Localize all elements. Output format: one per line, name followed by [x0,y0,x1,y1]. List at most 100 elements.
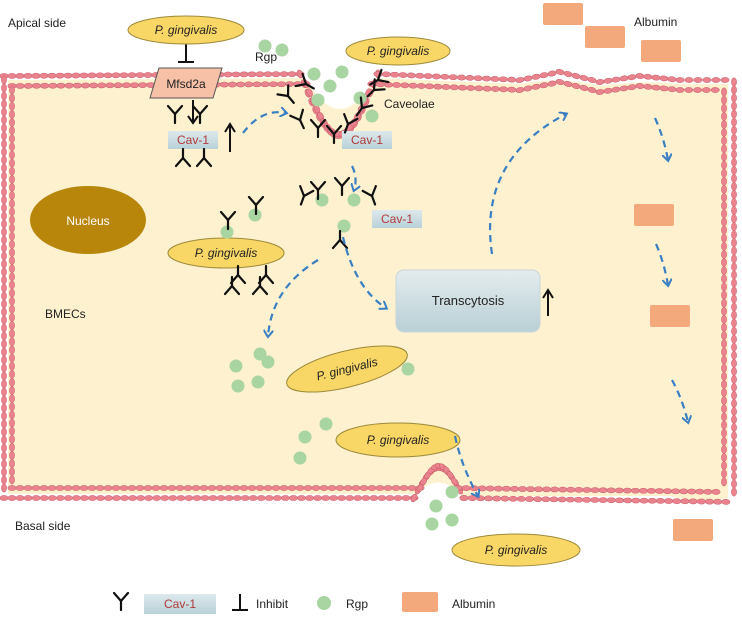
membrane-bead [711,489,721,495]
albumin-block [641,40,681,62]
membrane-bead [9,410,15,420]
membrane-bead [731,463,737,473]
membrane-bead [168,495,178,501]
membrane-bead [9,337,15,347]
membrane-bead [1,299,7,309]
membrane-bead [731,318,737,328]
membrane-bead [721,241,727,251]
membrane-bead [287,485,297,491]
membrane-bead [361,495,371,501]
membrane-bead [272,495,282,501]
membrane-bead [305,495,314,501]
cav1-up-arrow [224,122,236,152]
membrane-bead [184,495,194,501]
membrane-bead [353,495,363,501]
membrane-bead [672,498,682,505]
membrane-bead [1,251,7,261]
membrane-bead [721,306,727,316]
membrane-bead [9,304,15,314]
membrane-bead [433,83,443,90]
membrane-bead [731,190,737,199]
membrane-bead [9,377,15,387]
membrane-bead [127,72,137,78]
membrane-bead [441,84,451,90]
membrane-bead [9,451,15,460]
membrane-bead [119,72,129,79]
membrane-bead [1,443,7,453]
membrane-bead [731,198,737,208]
membrane-bead [492,495,502,502]
pathogen-intracellular: P. gingivalis [167,237,285,269]
membrane-bead [590,487,600,493]
rgp-dot [429,499,443,513]
membrane-bead [81,82,90,89]
membrane-bead [721,152,727,162]
membrane-bead [731,117,737,127]
membrane-bead [97,82,107,89]
membrane-bead [523,75,533,82]
membrane-bead [152,495,162,501]
membrane-bead [9,296,15,306]
membrane-bead [582,487,592,493]
membrane-bead [1,163,7,173]
cav1-marker [355,96,374,117]
membrane-bead [631,497,641,504]
rgp-dot [337,219,351,233]
membrane-bead [721,420,727,430]
transcytosis-up-arrow [542,288,554,316]
arrow-transcytosis-up [488,114,566,255]
membrane-bead [39,72,49,79]
membrane-bead [598,497,608,503]
membrane-bead [647,497,657,504]
membrane-bead [9,223,15,233]
membrane-bead [345,495,355,501]
legend-rgp-label: Rgp [346,597,368,611]
membrane-bead [731,182,737,191]
membrane-bead [130,82,139,89]
membrane-bead [385,495,395,501]
pathogen-center: P. gingivalis [286,345,408,393]
membrane-bead [135,485,145,491]
membrane-bead [635,73,645,79]
membrane-bead [9,442,15,452]
membrane-bead [9,288,15,298]
membrane-bead [390,71,400,78]
membrane-bead [731,157,737,167]
membrane-bead [277,81,286,88]
membrane-bead [533,496,543,502]
membrane-bead [105,82,115,89]
membrane-bead [9,247,15,257]
membrane-bead [721,87,727,97]
membrane-bead [1,379,7,389]
membrane-bead [39,495,49,501]
membrane-bead [731,222,737,232]
membrane-bead [558,486,568,493]
membrane-bead [231,485,241,491]
membrane-bead [627,74,637,81]
membrane-bead [461,485,471,491]
membrane-bead [9,475,15,485]
rgp-dot [229,359,243,373]
membrane-bead [721,217,727,227]
membrane-bead [9,280,15,290]
cav1-marker [289,108,305,130]
membrane-bead [721,469,727,479]
membrane-bead [1,307,7,317]
membrane-bead [306,88,313,97]
membrane-bead [9,118,15,127]
membrane-bead [9,426,15,436]
membrane-bead [1,427,7,437]
membrane-bead [9,191,15,201]
membrane-bead [176,495,186,501]
membrane-bead [79,495,89,501]
membrane-bead [79,72,89,79]
membrane-bead [518,486,527,492]
membrane-bead [369,495,379,501]
membrane-bead [731,391,737,400]
membrane-bead [121,82,131,89]
membrane-bead [408,82,418,89]
membrane-bead [687,488,697,495]
membrane-bead [31,495,41,501]
membrane-bead [1,363,7,373]
cav1-marker [361,184,377,206]
